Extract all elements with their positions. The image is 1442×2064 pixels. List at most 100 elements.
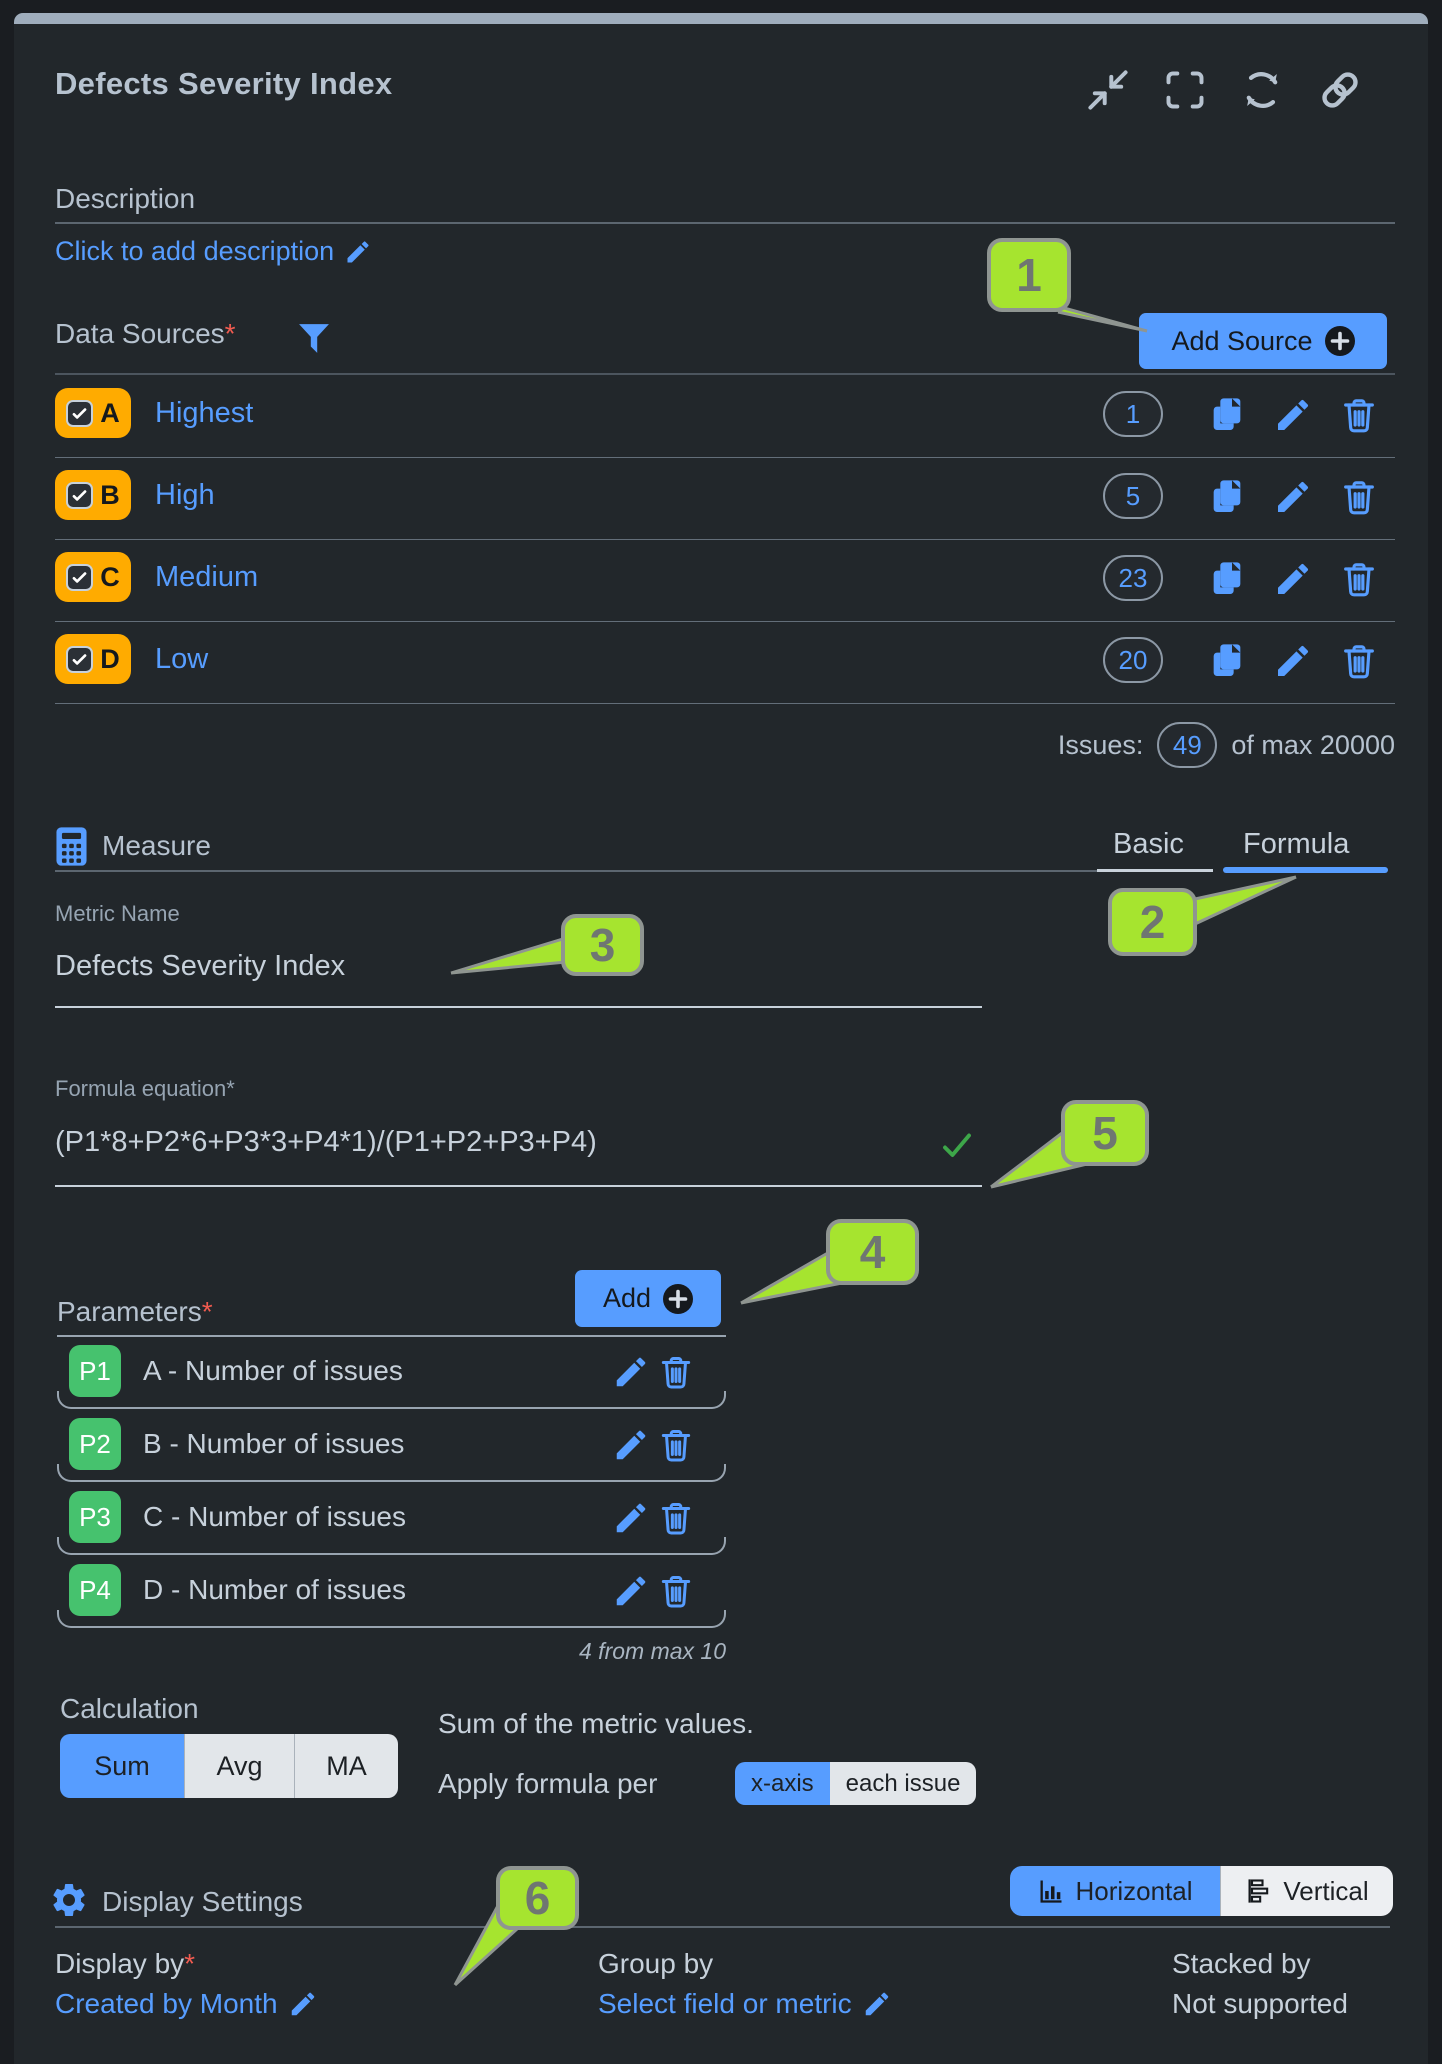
edit-icon[interactable]: [612, 1499, 650, 1537]
calc-option-avg[interactable]: Avg: [184, 1734, 294, 1798]
measure-divider: [55, 870, 1213, 872]
parameter-row: P2 B - Number of issues: [57, 1410, 726, 1482]
parameter-badge: P2: [69, 1418, 121, 1470]
add-parameter-label: Add: [602, 1283, 652, 1313]
edit-icon[interactable]: [1273, 559, 1313, 599]
parameters-counter: 4 from max 10: [579, 1638, 726, 1664]
calculation-segmented-control: Sum Avg MA: [60, 1734, 398, 1798]
fullscreen-icon[interactable]: [1163, 68, 1207, 112]
source-letter: C: [100, 561, 120, 592]
edit-icon[interactable]: [612, 1572, 650, 1610]
delete-icon[interactable]: [1339, 395, 1379, 435]
calculation-description: Sum of the metric values.: [438, 1708, 754, 1739]
callout-3: 3: [561, 914, 644, 976]
metric-name-label: Metric Name: [55, 901, 180, 926]
calc-option-ma[interactable]: MA: [294, 1734, 398, 1798]
copy-icon[interactable]: [1207, 477, 1247, 517]
delete-icon[interactable]: [1339, 559, 1379, 599]
orientation-vertical[interactable]: Vertical: [1220, 1866, 1393, 1916]
required-asterisk: *: [224, 318, 236, 349]
add-source-label: Add Source: [1171, 325, 1313, 356]
edit-icon[interactable]: [612, 1426, 650, 1464]
bar-chart-icon: [1248, 1879, 1269, 1903]
source-checkbox[interactable]: [66, 481, 94, 509]
delete-icon[interactable]: [657, 1499, 695, 1537]
source-count-badge: 1: [1103, 391, 1163, 437]
funnel-icon[interactable]: [298, 324, 330, 354]
apply-option-each-issue[interactable]: each issue: [829, 1762, 977, 1805]
edit-icon[interactable]: [1273, 477, 1313, 517]
tab-formula-active-underline: [1223, 867, 1388, 873]
add-parameter-button[interactable]: Add: [575, 1270, 721, 1327]
orientation-vertical-label: Vertical: [1283, 1875, 1369, 1906]
copy-icon[interactable]: [1207, 559, 1247, 599]
delete-icon[interactable]: [657, 1426, 695, 1464]
calc-option-sum[interactable]: Sum: [60, 1734, 184, 1798]
data-source-row: B High 5: [55, 457, 1395, 540]
rows-top-divider: [55, 373, 1395, 375]
callout-1: 1: [987, 238, 1071, 312]
tab-formula[interactable]: Formula: [1243, 828, 1350, 860]
callout-4: 4: [826, 1219, 919, 1285]
source-badge[interactable]: B: [55, 470, 131, 520]
delete-icon[interactable]: [657, 1572, 695, 1610]
copy-icon[interactable]: [1207, 395, 1247, 435]
description-divider: [55, 222, 1395, 224]
delete-icon[interactable]: [1339, 477, 1379, 517]
check-icon: [72, 489, 87, 501]
measure-label: Measure: [102, 830, 211, 861]
calculator-icon: [56, 827, 87, 866]
required-asterisk: *: [184, 1948, 196, 1979]
edit-icon[interactable]: [1273, 641, 1313, 681]
description-label: Description: [55, 183, 196, 214]
plus-icon: [1324, 326, 1355, 356]
display-by-value: Created by Month: [55, 1988, 278, 2019]
source-checkbox[interactable]: [66, 645, 94, 673]
calculation-label: Calculation: [60, 1693, 199, 1724]
add-source-button[interactable]: Add Source: [1139, 313, 1387, 369]
parameter-badge: P4: [69, 1564, 121, 1616]
display-by-value-link[interactable]: Created by Month: [55, 1988, 318, 2020]
source-name-link[interactable]: High: [155, 479, 215, 511]
parameter-name: B - Number of issues: [143, 1428, 405, 1459]
formula-valid-check-icon: [943, 1133, 971, 1157]
metric-name-input[interactable]: Defects Severity Index: [55, 950, 346, 982]
edit-icon[interactable]: [612, 1353, 650, 1391]
parameter-badge: P3: [69, 1491, 121, 1543]
orientation-horizontal[interactable]: Horizontal: [1010, 1866, 1220, 1916]
source-name-link[interactable]: Medium: [155, 561, 259, 593]
apply-option-x-axis[interactable]: x-axis: [735, 1762, 830, 1805]
delete-icon[interactable]: [657, 1353, 695, 1391]
issues-count-badge: 49: [1157, 722, 1218, 768]
check-icon: [72, 407, 87, 419]
source-name-link[interactable]: Low: [155, 643, 209, 675]
collapse-icon[interactable]: [1086, 68, 1130, 112]
group-by-value: Select field or metric: [598, 1988, 852, 2019]
parameters-label-text: Parameters: [57, 1296, 202, 1327]
parameter-badge: P1: [69, 1345, 121, 1397]
edit-icon[interactable]: [1273, 395, 1313, 435]
copy-icon[interactable]: [1207, 641, 1247, 681]
check-icon: [72, 571, 87, 583]
parameter-name: C - Number of issues: [143, 1501, 406, 1532]
group-by-value-link[interactable]: Select field or metric: [598, 1988, 892, 2020]
source-name-link[interactable]: Highest: [155, 397, 254, 429]
source-checkbox[interactable]: [66, 563, 94, 591]
refresh-icon[interactable]: [1240, 68, 1284, 112]
formula-input[interactable]: (P1*8+P2*6+P3*3+P4*1)/(P1+P2+P3+P4): [55, 1126, 597, 1158]
formula-underline: [55, 1185, 982, 1187]
source-checkbox[interactable]: [66, 399, 94, 427]
source-badge[interactable]: A: [55, 388, 131, 438]
check-icon: [72, 653, 87, 665]
orientation-horizontal-label: Horizontal: [1075, 1875, 1193, 1906]
pencil-icon: [865, 1992, 888, 2016]
link-icon[interactable]: [1318, 68, 1362, 112]
source-count-badge: 20: [1103, 637, 1163, 683]
display-by-label: Display by*: [55, 1948, 195, 1980]
source-badge[interactable]: D: [55, 634, 131, 684]
formula-label: Formula equation*: [55, 1076, 235, 1101]
source-badge[interactable]: C: [55, 552, 131, 602]
add-description-link[interactable]: Click to add description: [55, 236, 372, 267]
delete-icon[interactable]: [1339, 641, 1379, 681]
tab-basic[interactable]: Basic: [1113, 828, 1184, 860]
